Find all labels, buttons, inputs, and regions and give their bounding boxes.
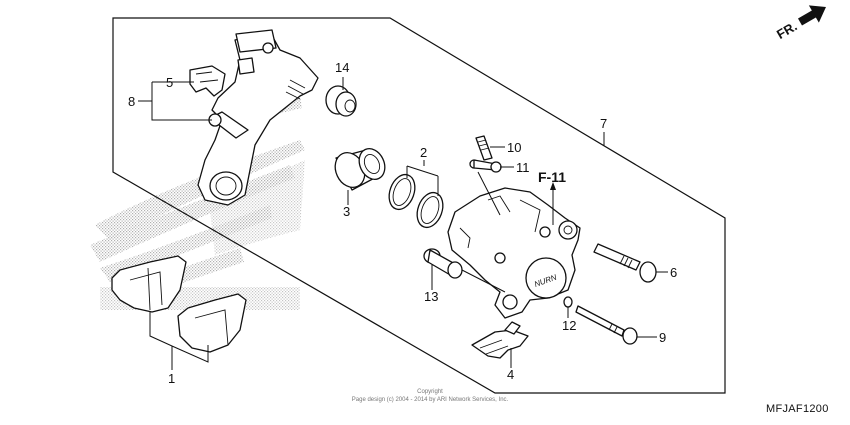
callout-12[interactable]: 12 <box>562 318 576 333</box>
part-pad-pin-plug[interactable] <box>563 296 573 308</box>
callout-5[interactable]: 5 <box>166 75 173 90</box>
part-brake-pad-set[interactable] <box>111 255 247 353</box>
callout-3[interactable]: 3 <box>343 204 350 219</box>
assembly-frame <box>112 17 726 394</box>
callout-4[interactable]: 4 <box>507 367 514 382</box>
part-pad-pin[interactable] <box>575 305 638 345</box>
callout-14[interactable]: 14 <box>335 60 349 75</box>
copyright-line-2: Page design (c) 2004 - 2014 by ARI Netwo… <box>351 397 509 403</box>
front-label: FR. <box>774 18 800 41</box>
part-pad-spring[interactable] <box>471 321 529 359</box>
front-arrow-icon <box>798 5 826 26</box>
part-caliper-body[interactable]: NURN <box>447 187 581 319</box>
part-boot[interactable] <box>325 85 357 117</box>
leader-lines <box>138 77 668 370</box>
callout-6[interactable]: 6 <box>670 265 677 280</box>
callout-7[interactable]: 7 <box>600 116 607 131</box>
callout-2[interactable]: 2 <box>420 145 427 160</box>
part-bleeder-cap[interactable] <box>469 159 502 173</box>
part-pad-retainer[interactable] <box>189 65 226 97</box>
callout-9[interactable]: 9 <box>659 330 666 345</box>
part-bleeder-screw[interactable] <box>475 135 493 161</box>
callout-13[interactable]: 13 <box>424 289 438 304</box>
callout-1[interactable]: 1 <box>168 371 175 386</box>
copyright-notice: Copyright Page design (c) 2004 - 2014 by… <box>330 388 530 404</box>
part-piston-seal-set[interactable] <box>385 171 448 231</box>
part-piston[interactable] <box>330 144 390 192</box>
callout-11[interactable]: 11 <box>516 160 530 175</box>
copyright-line-1: Copyright <box>417 389 443 395</box>
diagram-code: MFJAF1200 <box>766 403 829 415</box>
callout-8[interactable]: 8 <box>128 94 135 109</box>
reference-f11[interactable]: F-11 <box>538 169 566 185</box>
front-direction-indicator: FR. <box>774 5 826 42</box>
part-caliper-bracket[interactable] <box>197 29 319 206</box>
callout-10[interactable]: 10 <box>507 140 521 155</box>
callout-labels: 8 5 14 3 2 10 11 F-11 7 13 6 12 9 4 1 <box>128 60 677 386</box>
part-caliper-pin-bolt[interactable] <box>593 243 657 283</box>
